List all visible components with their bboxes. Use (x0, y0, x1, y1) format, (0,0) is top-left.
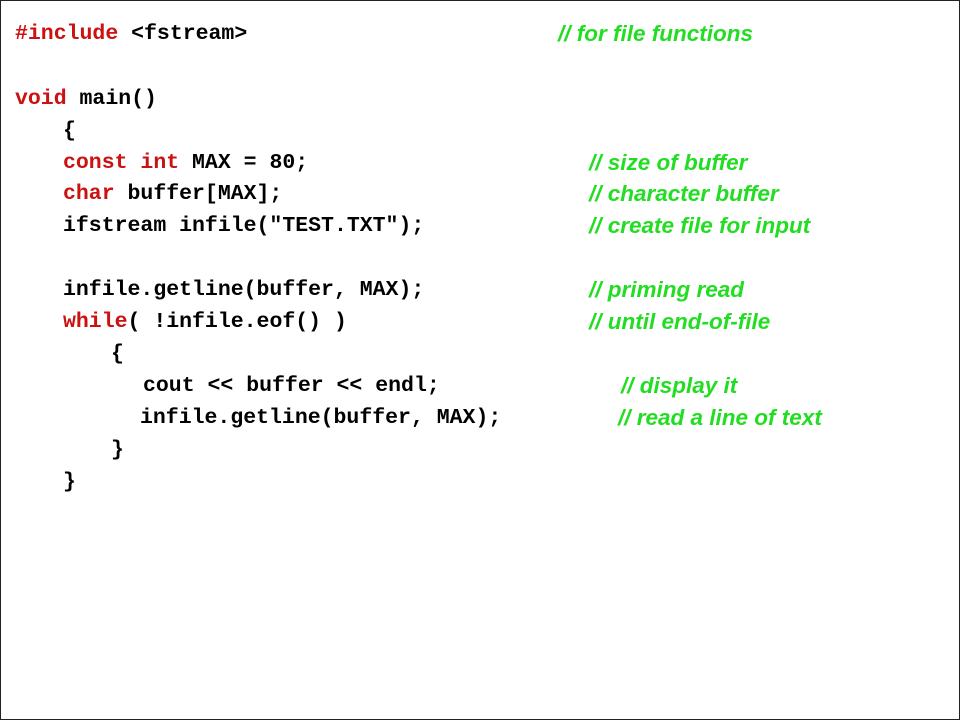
code-text: infile.getline(buffer, MAX); (140, 406, 502, 430)
code-line-include: #include <fstream> // for file functions (1, 18, 959, 50)
code-line-close-brace: } (1, 466, 959, 498)
code-comment: // create file for input (589, 213, 811, 238)
code-comment: // size of buffer (589, 150, 748, 175)
code-rest: <fstream> (118, 22, 248, 46)
code-text: const int MAX = 80; (63, 147, 308, 179)
code-line-loop-close-brace: } (1, 434, 959, 466)
code-rest: buffer[MAX]; (114, 182, 283, 206)
code-comment: // until end-of-file (589, 309, 771, 334)
code-text: { (63, 119, 76, 143)
code-line-main: void main() (1, 83, 959, 115)
code-text: char buffer[MAX]; (63, 178, 282, 210)
code-line-char: char buffer[MAX]; // character buffer (1, 178, 959, 210)
code-line-open-brace: { (1, 115, 959, 147)
code-rest: MAX = 80; (179, 151, 309, 175)
code-text: void main() (15, 83, 157, 115)
code-comment: // display it (621, 373, 738, 398)
keyword: void (15, 87, 67, 111)
code-comment: // read a line of text (618, 405, 822, 430)
code-line-loop-open-brace: { (1, 338, 959, 370)
code-text: #include <fstream> (15, 18, 247, 50)
code-comment: // priming read (589, 277, 745, 302)
code-rest: main() (66, 87, 157, 111)
keyword: while (63, 310, 128, 334)
code-text: while( !infile.eof() ) (63, 306, 347, 338)
code-line-priming-read: infile.getline(buffer, MAX); // priming … (1, 274, 959, 306)
code-text: ifstream infile("TEST.TXT"); (63, 214, 425, 238)
keyword: #include (15, 22, 119, 46)
keyword: const int (63, 151, 180, 175)
keyword: char (63, 182, 115, 206)
code-line-while: while( !infile.eof() ) // until end-of-f… (1, 306, 959, 338)
code-text: infile.getline(buffer, MAX); (63, 278, 425, 302)
code-line-const: const int MAX = 80; // size of buffer (1, 147, 959, 179)
code-line-ifstream: ifstream infile("TEST.TXT"); // create f… (1, 210, 959, 242)
code-text: } (63, 470, 76, 494)
code-line-cout: cout << buffer << endl; // display it (1, 370, 959, 402)
code-text: cout << buffer << endl; (143, 374, 440, 398)
code-text: } (111, 438, 124, 462)
code-line-getline-loop: infile.getline(buffer, MAX); // read a l… (1, 402, 959, 434)
code-text: { (111, 342, 124, 366)
code-comment: // for file functions (558, 21, 753, 46)
code-rest: ( !infile.eof() ) (127, 310, 347, 334)
code-comment: // character buffer (589, 181, 779, 206)
